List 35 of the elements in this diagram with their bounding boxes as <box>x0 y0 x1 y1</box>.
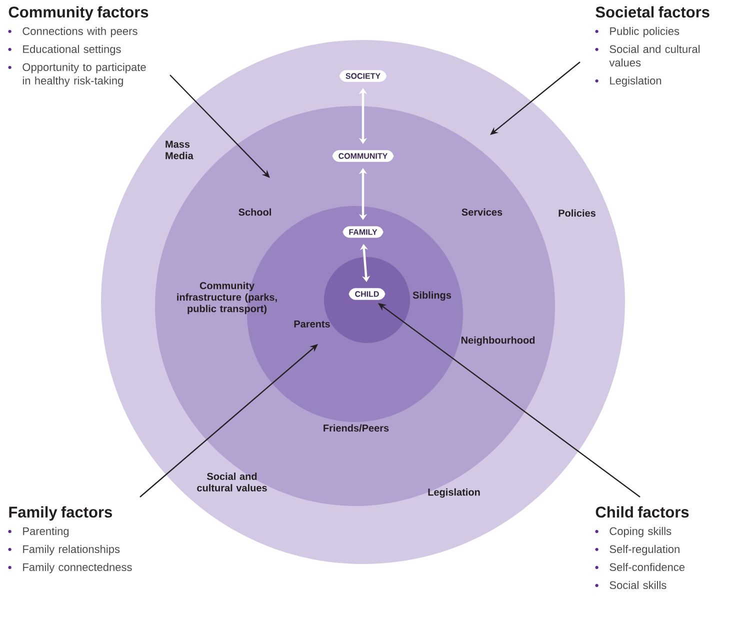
ring-label: Friends/Peers <box>324 424 389 432</box>
node-label: Educational settings <box>23 44 121 56</box>
ring-label: Services <box>462 208 502 216</box>
node-label: Parenting <box>23 526 69 538</box>
node-label: Child factors <box>596 506 689 518</box>
ring-label: Community infrastructure (parks, public transport) <box>177 282 277 314</box>
node-label: Family factors <box>9 506 112 521</box>
arrow <box>170 74 270 178</box>
double-arrow <box>358 88 368 144</box>
ring-label: Policies <box>558 209 596 217</box>
ring-label: School <box>238 208 271 216</box>
factor-list: Community factors Connections with peers Educational settings Opportunity to participate in healthy risk-taking <box>8 6 148 87</box>
node-label: Social skills <box>610 580 666 590</box>
node-label: Legislation <box>610 76 662 87</box>
level-pill: COMMUNITY <box>332 150 394 162</box>
node-label: Family connectedness <box>23 562 132 574</box>
node-label: Self-regulation <box>610 544 680 556</box>
node-label: Family relationships <box>23 544 120 556</box>
node-label: Coping skills <box>610 526 672 538</box>
ring-label: Siblings <box>412 291 452 301</box>
factor-list: Child factors Coping skills Self-regulation Self-confidence Social skills <box>595 506 689 590</box>
ring-label: Parents <box>294 320 330 328</box>
node-label: Self-confidence <box>610 562 685 572</box>
factor-list: Family factors Parenting Family relationships Family connectedness <box>8 506 132 574</box>
ring-label: Social and cultural values <box>197 472 267 492</box>
node-label: Societal factors <box>596 6 710 18</box>
node-label: Community factors <box>8 6 148 21</box>
node-label: Public policies <box>610 26 680 38</box>
node-label: Social and cultural values <box>609 44 700 67</box>
ring-label: Legislation <box>428 488 480 498</box>
node-label: Connections with peers <box>22 26 138 38</box>
ring-label: Mass Media <box>166 140 194 160</box>
node-label: Opportunity to participate in healthy risk-taking <box>22 62 146 87</box>
ring-label: Neighbourhood <box>461 336 535 346</box>
factor-list: Societal factors Public policies Social and cultural values Legislation <box>595 6 710 87</box>
